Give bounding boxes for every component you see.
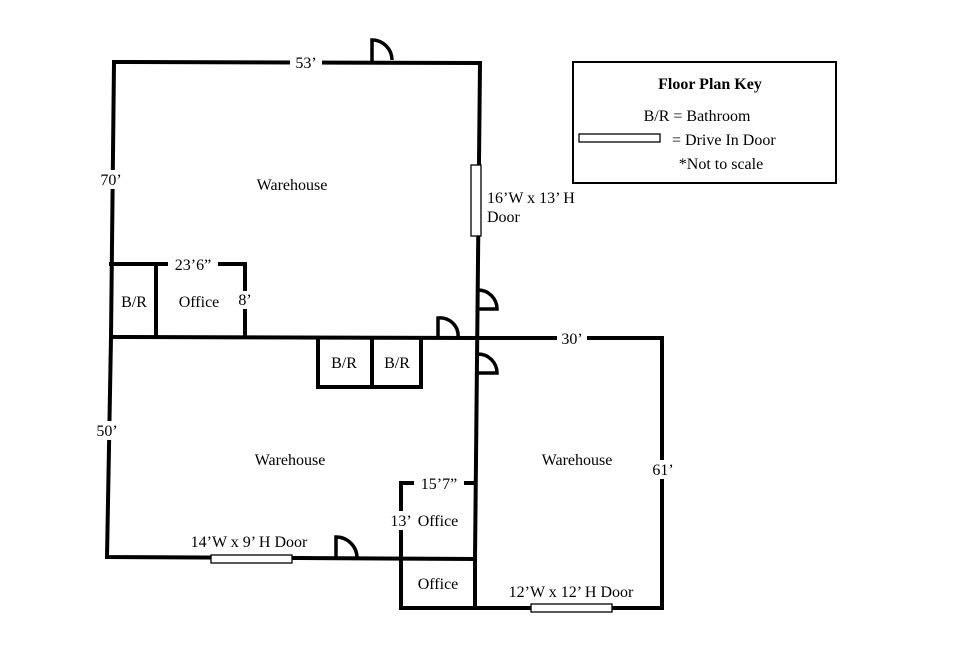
door-right-lower-icon [477, 352, 499, 375]
key-bathroom-def: B/R = Bathroom [644, 108, 751, 125]
room-warehouse-right: Warehouse [542, 452, 613, 469]
door-top-icon [370, 38, 394, 62]
drive-door-top-icon [470, 164, 482, 237]
dim-bottom-left-height: 50’ [96, 423, 117, 440]
room-office-bottom-upper: Office [418, 513, 459, 530]
door-labels: 16’W x 13’ H Door 14’W x 9’ H Door 12’W … [191, 190, 634, 601]
dim-top-height: 70’ [100, 172, 121, 189]
key-scale-note: *Not to scale [679, 156, 763, 173]
key-drive-door-icon [578, 133, 661, 143]
drive-door-right-icon [530, 603, 613, 613]
key-title: Floor Plan Key [658, 76, 762, 93]
drive-doors [210, 164, 613, 613]
room-office-top: Office [179, 294, 220, 311]
dim-right-width: 30’ [561, 331, 582, 348]
dim-office-bottom-width: 15’7” [421, 476, 457, 493]
dim-right-height: 61’ [652, 462, 673, 479]
drive-door-top-label-line2: Door [487, 209, 521, 226]
room-bathroom-mid-1: B/R [331, 355, 357, 372]
dimension-labels: 53’ 70’ 50’ 30’ 61’ 23’6” 8’ 15’7” 13’ [90, 54, 679, 530]
bottom-left-warehouse-walls [104, 334, 478, 562]
room-office-bottom-lower: Office [418, 576, 459, 593]
dim-office-bottom-depth: 13’ [390, 513, 411, 530]
room-labels: Warehouse Warehouse Warehouse Office Off… [121, 177, 612, 593]
room-warehouse-top: Warehouse [257, 177, 328, 194]
key-drive-door-def: = Drive In Door [672, 132, 776, 149]
mid-bathrooms-walls [316, 336, 423, 389]
room-bathroom-top: B/R [121, 294, 147, 311]
dim-top-width: 53’ [295, 55, 316, 72]
swing-doors [334, 38, 499, 559]
right-warehouse-walls [473, 336, 664, 610]
drive-door-bottom-left-label: 14’W x 9’ H Door [191, 534, 308, 551]
key-box [572, 61, 837, 184]
floor-plan-key: Floor Plan Key B/R = Bathroom = Drive In… [572, 61, 837, 184]
middle-wall [108, 334, 478, 341]
door-right-upper-icon [477, 288, 499, 311]
dim-office-top-depth: 8’ [238, 292, 251, 309]
room-warehouse-bottom-left: Warehouse [255, 452, 326, 469]
drive-door-top-label-line1: 16’W x 13’ H [487, 190, 575, 207]
door-mid-icon [436, 316, 460, 339]
drive-door-right-label: 12’W x 12’ H Door [509, 584, 634, 601]
door-bottom-icon [334, 535, 359, 559]
dim-office-top-width: 23’6” [175, 257, 211, 274]
room-bathroom-mid-2: B/R [384, 355, 410, 372]
drive-door-bottom-left-icon [210, 554, 293, 564]
